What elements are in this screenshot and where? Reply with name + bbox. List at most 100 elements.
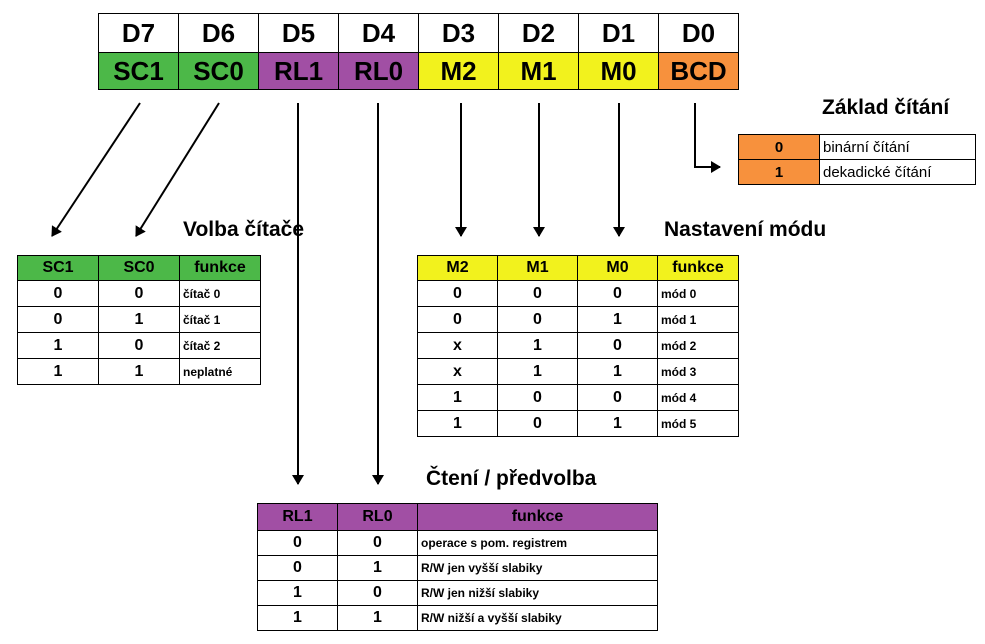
table-row: 0 0 čítač 0 [17, 280, 261, 307]
cell: mód 4 [657, 384, 739, 411]
bcd-title: Základ čítání [822, 96, 950, 119]
cell: R/W jen vyšší slabiky [417, 555, 658, 581]
cell: 0 [497, 384, 578, 411]
header-m1: M1 [497, 255, 578, 281]
cell: 0 [257, 555, 338, 581]
cell: mód 5 [657, 410, 739, 437]
cell: 1 [17, 358, 99, 385]
bit-d5: D5 [258, 13, 339, 53]
table-row: 1 dekadické čítání [738, 159, 976, 185]
cell: 1 [497, 358, 578, 385]
cell: 0 [17, 306, 99, 333]
cell: 0 [497, 280, 578, 307]
cell: R/W jen nižší slabiky [417, 580, 658, 606]
field-rl1: RL1 [258, 52, 339, 90]
cell: 1 [257, 580, 338, 606]
cell: 0 [337, 580, 418, 606]
bit-d4: D4 [338, 13, 419, 53]
bit-d7: D7 [98, 13, 179, 53]
cell: mód 1 [657, 306, 739, 333]
cell: 1 [257, 605, 338, 631]
field-bcd: BCD [658, 52, 739, 90]
cell: 0 [577, 332, 658, 359]
cell: 0 [577, 280, 658, 307]
control-word-register: D7 D6 D5 D4 D3 D2 D1 D0 SC1 SC0 RL1 RL0 … [98, 13, 739, 90]
header-funkce: funkce [657, 255, 739, 281]
table-row: 1 0 1 mód 5 [417, 410, 739, 437]
table-row: x 1 1 mód 3 [417, 358, 739, 385]
cell: čítač 2 [179, 332, 261, 359]
cell: 0 [497, 410, 578, 437]
cell: 1 [577, 306, 658, 333]
header-funkce: funkce [417, 503, 658, 531]
table-row: 0 binární čítání [738, 134, 976, 160]
bit-d2: D2 [498, 13, 579, 53]
cell: 0 [17, 280, 99, 307]
read-load-title: Čtení / předvolba [426, 467, 597, 490]
table-row: 1 0 R/W jen nižší slabiky [257, 580, 658, 606]
cell: 1 [17, 332, 99, 359]
header-rl1: RL1 [257, 503, 338, 531]
cell: 1 [98, 358, 180, 385]
cell: neplatné [179, 358, 261, 385]
bcd-label: dekadické čítání [819, 159, 976, 185]
mode-select-title: Nastavení módu [664, 218, 827, 241]
cell: x [417, 332, 498, 359]
table-row: 0 0 operace s pom. registrem [257, 530, 658, 556]
cell: 1 [497, 332, 578, 359]
table-header: M2 M1 M0 funkce [417, 255, 739, 281]
cell: 0 [417, 280, 498, 307]
cell: 0 [497, 306, 578, 333]
header-sc1: SC1 [17, 255, 99, 281]
cell: 1 [337, 605, 418, 631]
cell: 1 [98, 306, 180, 333]
cell: 0 [257, 530, 338, 556]
cell: 0 [577, 384, 658, 411]
bcd-value: 1 [738, 159, 820, 185]
arrow-sc1 [51, 102, 141, 237]
table-row: 1 1 neplatné [17, 358, 261, 385]
cell: čítač 1 [179, 306, 261, 333]
cell: 0 [417, 306, 498, 333]
cell: mód 3 [657, 358, 739, 385]
field-sc1: SC1 [98, 52, 179, 90]
read-load-table: RL1 RL0 funkce 0 0 operace s pom. regist… [257, 503, 658, 631]
header-m2: M2 [417, 255, 498, 281]
arrow-bcd [694, 103, 721, 173]
table-row: 0 0 1 mód 1 [417, 306, 739, 333]
cell: 1 [337, 555, 418, 581]
field-m1: M1 [498, 52, 579, 90]
field-m2: M2 [418, 52, 499, 90]
table-row: 1 0 0 mód 4 [417, 384, 739, 411]
header-sc0: SC0 [98, 255, 180, 281]
mode-select-table: M2 M1 M0 funkce 0 0 0 mód 0 0 0 1 mód 1 … [417, 255, 739, 437]
table-row: 0 1 čítač 1 [17, 306, 261, 333]
table-row: 0 1 R/W jen vyšší slabiky [257, 555, 658, 581]
cell: mód 0 [657, 280, 739, 307]
bit-d3: D3 [418, 13, 499, 53]
cell: 0 [337, 530, 418, 556]
cell: 1 [417, 410, 498, 437]
cell: 0 [98, 332, 180, 359]
header-rl0: RL0 [337, 503, 418, 531]
cell: čítač 0 [179, 280, 261, 307]
table-row: 0 0 0 mód 0 [417, 280, 739, 307]
bcd-table: 0 binární čítání 1 dekadické čítání [738, 134, 976, 185]
cell: 1 [577, 358, 658, 385]
field-rl0: RL0 [338, 52, 419, 90]
cell: x [417, 358, 498, 385]
bcd-value: 0 [738, 134, 820, 160]
cell: operace s pom. registrem [417, 530, 658, 556]
bcd-label: binární čítání [819, 134, 976, 160]
cell: R/W nižší a vyšší slabiky [417, 605, 658, 631]
cell: mód 2 [657, 332, 739, 359]
table-row: 1 0 čítač 2 [17, 332, 261, 359]
cell: 1 [577, 410, 658, 437]
counter-select-table: SC1 SC0 funkce 0 0 čítač 0 0 1 čítač 1 1… [17, 255, 261, 385]
cell: 0 [98, 280, 180, 307]
table-row: x 1 0 mód 2 [417, 332, 739, 359]
bit-d6: D6 [178, 13, 259, 53]
counter-select-title: Volba čítače [183, 218, 304, 241]
field-m0: M0 [578, 52, 659, 90]
